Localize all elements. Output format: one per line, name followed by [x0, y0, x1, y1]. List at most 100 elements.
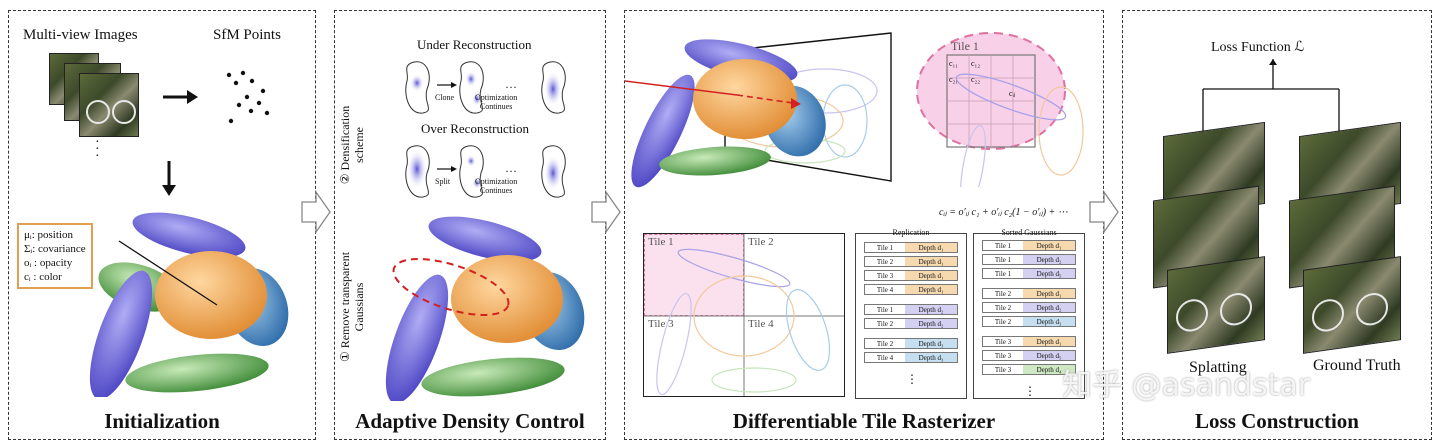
legend-position: μᵢ: position [24, 229, 73, 241]
grid-tile-4-label: Tile 4 [748, 318, 774, 330]
gaussian-green-bottom [125, 353, 269, 393]
grid-tile-3-label: Tile 3 [648, 318, 674, 330]
tile-grid: Tile 1 Tile 2 Tile 3 Tile 4 [643, 233, 845, 397]
more-images-dots: · · · [95, 135, 100, 164]
row-depth-cell: Depth d₂ [1023, 255, 1075, 264]
arrow-down-icon [162, 161, 176, 196]
row-tile-cell: Tile 4 [865, 353, 906, 362]
row-depth-cell: Depth d₁ [1023, 337, 1075, 346]
under-ellipsis: … [505, 77, 517, 91]
multiview-images-label: Multi-view Images [23, 27, 138, 43]
panel-tile-rasterizer: Tile 1 c₁₁ c₁₂ c₂₁ c₂₂ cᵢⱼ cᵢⱼ = o′ᵢⱼ c₁… [624, 10, 1104, 440]
row-tile-cell: Tile 1 [865, 243, 906, 252]
row-depth-cell: Depth d₂ [1023, 303, 1075, 312]
row-depth-cell: Depth d₅ [1023, 269, 1075, 278]
transparent-gaussian-outline [392, 258, 510, 316]
optimization-continues-1: Optimization Continues [475, 93, 518, 111]
gaussian-purple-left [89, 270, 153, 397]
row-tile-cell: Tile 1 [983, 269, 1024, 278]
remove-transparent-side-label: ① Remove transparent Gaussians [338, 251, 366, 363]
arrow-right-icon [163, 90, 198, 104]
row-depth-cell: Depth d₄ [1023, 365, 1075, 374]
over-ellipsis: … [505, 161, 517, 175]
sorted-more-dots: ⋮ [1024, 384, 1036, 398]
row-tile-cell: Tile 2 [983, 303, 1024, 312]
cij-label: cᵢⱼ [1009, 89, 1016, 98]
splatting-label: Splatting [1189, 359, 1247, 376]
gaussian-ellipsoids-adc [385, 216, 585, 401]
panel-loss-construction: Loss Function ℒ Splatting Ground Truth L… [1122, 10, 1432, 440]
under-reconstruction-label: Under Reconstruction [417, 37, 532, 52]
watermark-text: 知乎 @asandstar [1062, 368, 1311, 403]
row-depth-cell: Depth d₁ [905, 271, 957, 280]
initialization-title: Initialization [104, 409, 220, 433]
optimization-continues-2: Optimization Continues [475, 177, 518, 195]
row-depth-cell: Depth d₅ [1023, 351, 1075, 360]
sfm-points-scatter [226, 70, 270, 124]
ground-truth-label: Ground Truth [1313, 357, 1401, 374]
tile-rasterizer-title: Differentiable Tile Rasterizer [732, 409, 996, 433]
legend-color: cᵢ : color [24, 271, 62, 283]
legend-opacity: oᵢ : opacity [24, 257, 73, 269]
panel-adaptive-density-control: ② Densification scheme ① Remove transpar… [334, 10, 606, 440]
bike-wheel-icon [1312, 297, 1344, 334]
row-tile-cell: Tile 1 [983, 241, 1024, 250]
c11-label: c₁₁ [949, 59, 959, 68]
row-tile-cell: Tile 2 [865, 319, 906, 328]
row-tile-cell: Tile 3 [983, 337, 1024, 346]
row-depth-cell: Depth d₂ [905, 305, 957, 314]
split-sequence-diagram [405, 145, 566, 198]
loss-construction-title: Loss Construction [1195, 409, 1359, 433]
row-tile-cell: Tile 3 [865, 271, 906, 280]
loss-bracket [1202, 59, 1340, 135]
bike-wheel-icon [112, 100, 136, 124]
row-tile-cell: Tile 2 [865, 257, 906, 266]
row-depth-cell: Depth d₁ [905, 285, 957, 294]
flow-arrow-icon [1089, 190, 1119, 234]
replication-more-dots: ⋮ [906, 372, 918, 386]
over-reconstruction-label: Over Reconstruction [421, 121, 529, 136]
splatting-image-3 [1167, 256, 1265, 354]
c12-label: c₁₂ [971, 59, 981, 68]
row-tile-cell: Tile 2 [865, 339, 906, 348]
flow-arrow-icon [591, 190, 621, 234]
gaussian-orange-center [155, 251, 267, 339]
tile-zoom-diagram [916, 32, 1084, 187]
tile-1-zoom-label: Tile 1 [951, 39, 979, 53]
row-tile-cell: Tile 4 [865, 285, 906, 294]
row-depth-cell: Depth d₁ [1023, 289, 1075, 298]
ground-truth-image-3 [1303, 256, 1401, 354]
tile-grid-ellipses [644, 234, 844, 396]
row-tile-cell: Tile 1 [865, 305, 906, 314]
row-depth-cell: Depth d₁ [905, 243, 957, 252]
tile-1-highlight [644, 234, 744, 316]
flow-arrow-icon [301, 190, 331, 234]
clone-label: Clone [435, 93, 455, 102]
loss-function-label: Loss Function ℒ [1211, 40, 1305, 55]
sorted-gaussians-title: Sorted Gaussians [1001, 228, 1057, 237]
bike-wheel-icon [1356, 290, 1388, 328]
row-depth-cell: Depth d₂ [905, 319, 957, 328]
bike-wheel-icon [1176, 297, 1208, 334]
multiview-image-3 [79, 73, 139, 137]
bike-wheel-icon [86, 100, 110, 124]
adaptive-density-control-title: Adaptive Density Control [355, 409, 585, 433]
sfm-points-label: SfM Points [213, 27, 281, 43]
gaussian-ellipsoids-init [89, 212, 289, 397]
c22-label: c₂₂ [971, 75, 981, 84]
grid-tile-1-label: Tile 1 [648, 236, 674, 248]
